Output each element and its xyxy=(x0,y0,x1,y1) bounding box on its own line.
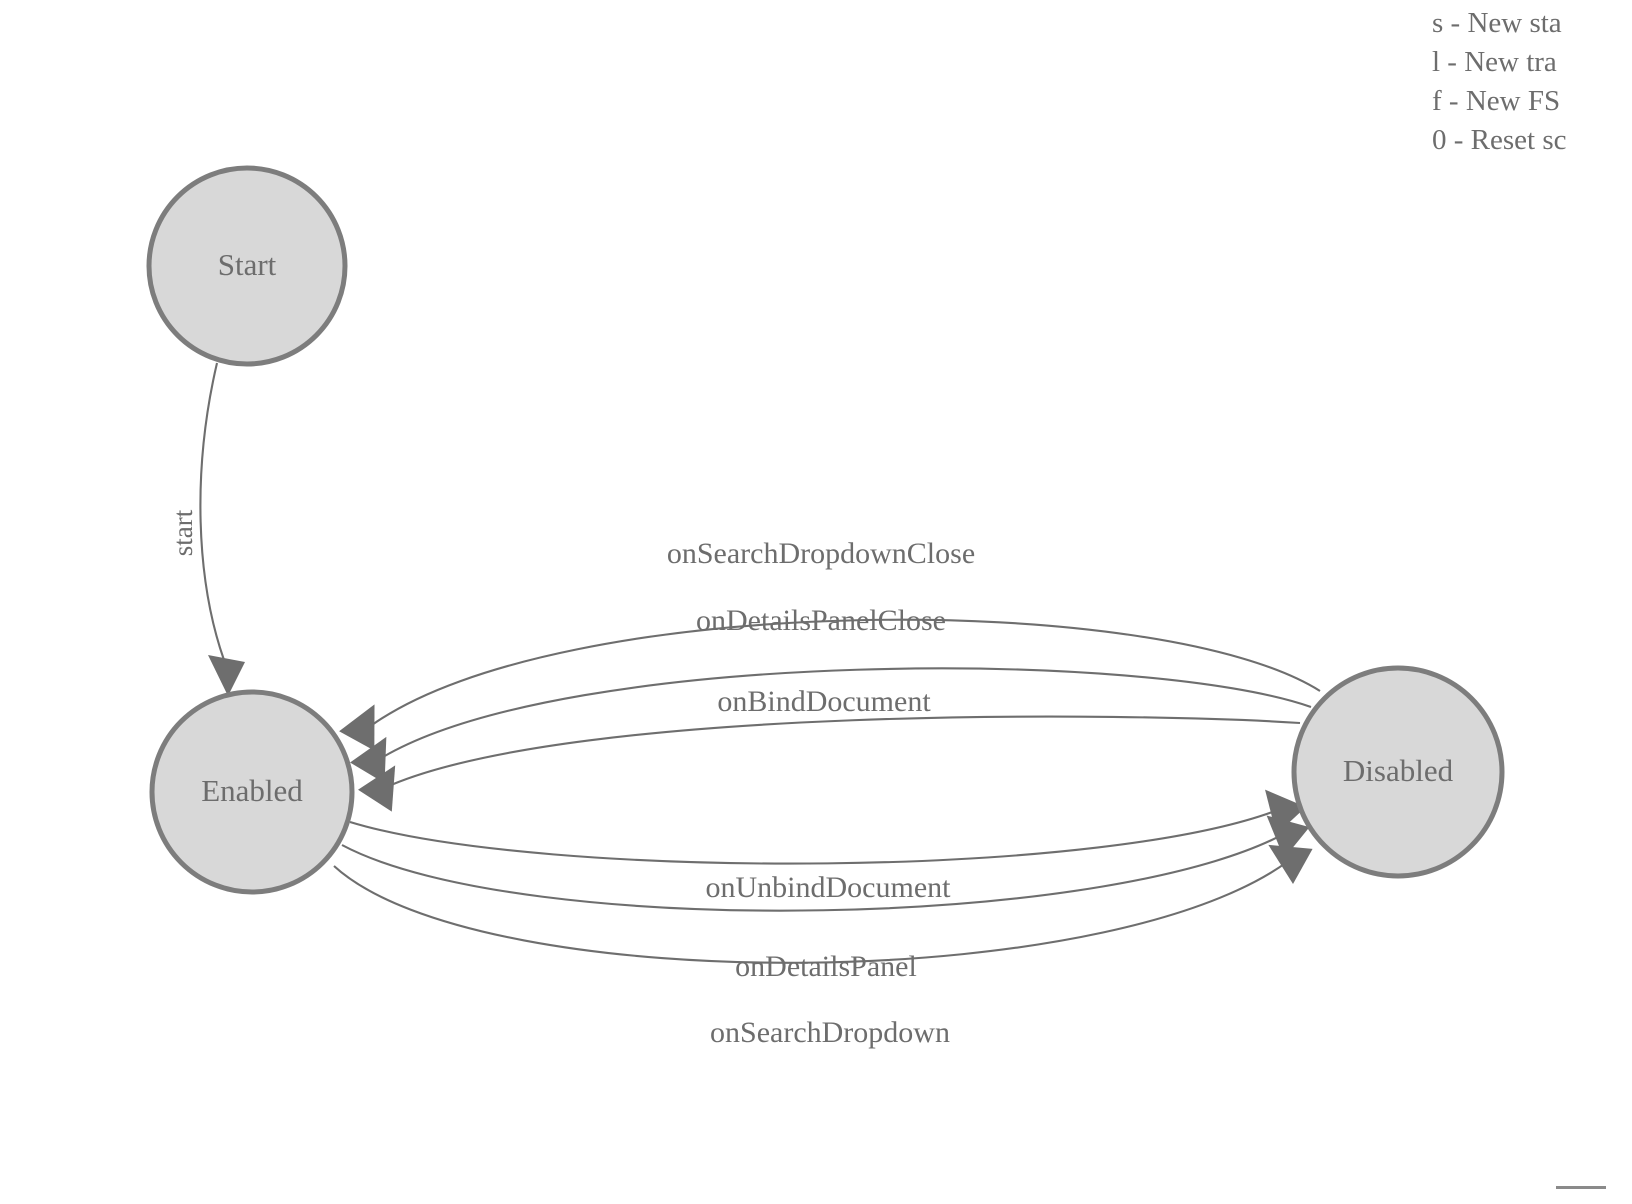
node-start[interactable]: Start xyxy=(146,165,348,367)
edge-on-details-panel-close[interactable] xyxy=(348,667,1312,785)
node-disabled-label: Disabled xyxy=(1343,753,1454,788)
node-enabled-circle[interactable] xyxy=(149,689,355,895)
edge-label-on-details-panel: onDetailsPanel xyxy=(735,950,917,983)
help-legend: s - New sta l - New tra f - New FS 0 - R… xyxy=(1432,0,1632,160)
arrowhead-icon xyxy=(208,655,245,696)
edge-path xyxy=(341,826,1297,912)
edge-label-on-search-dropdown: onSearchDropdown xyxy=(710,1016,950,1049)
node-start-circle[interactable] xyxy=(146,165,348,367)
arrowhead-icon xyxy=(350,736,387,784)
edge-label-on-bind-document: onBindDocument xyxy=(717,685,931,718)
node-disabled-circle[interactable] xyxy=(1291,665,1505,879)
help-line-reset: 0 - Reset sc xyxy=(1432,124,1567,156)
edge-path xyxy=(199,362,225,661)
edge-start[interactable] xyxy=(199,362,245,696)
node-disabled[interactable]: Disabled xyxy=(1291,665,1505,879)
edge-label-on-search-dropdown-close: onSearchDropdownClose xyxy=(667,537,975,570)
edge-on-unbind-document[interactable] xyxy=(349,784,1309,865)
edge-on-search-dropdown-close[interactable] xyxy=(337,618,1321,754)
edge-path xyxy=(371,618,1321,726)
node-start-label: Start xyxy=(218,247,277,282)
arrowhead-icon xyxy=(358,765,396,812)
edge-path xyxy=(390,715,1301,786)
help-line-new-state: s - New sta xyxy=(1432,7,1562,39)
edge-path xyxy=(382,667,1312,758)
edge-on-search-dropdown[interactable] xyxy=(333,828,1323,964)
help-line-new-transition: l - New tra xyxy=(1432,46,1557,78)
arrowhead-icon xyxy=(1266,815,1310,859)
node-enabled[interactable]: Enabled xyxy=(149,689,355,895)
edge-label-on-unbind-document: onUnbindDocument xyxy=(706,871,952,904)
edge-label-start: start xyxy=(168,509,198,556)
bottom-right-mark xyxy=(1556,1186,1606,1189)
help-line-new-fsm: f - New FS xyxy=(1432,85,1561,117)
edge-path xyxy=(333,849,1303,964)
edge-on-bind-document[interactable] xyxy=(357,715,1301,813)
arrowhead-icon xyxy=(339,704,375,751)
arrowhead-icon xyxy=(1268,844,1313,885)
edge-path xyxy=(349,804,1291,865)
edge-on-details-panel[interactable] xyxy=(341,805,1316,912)
node-enabled-label: Enabled xyxy=(201,773,303,808)
edge-label-on-details-panel-close: onDetailsPanelClose xyxy=(696,604,946,637)
